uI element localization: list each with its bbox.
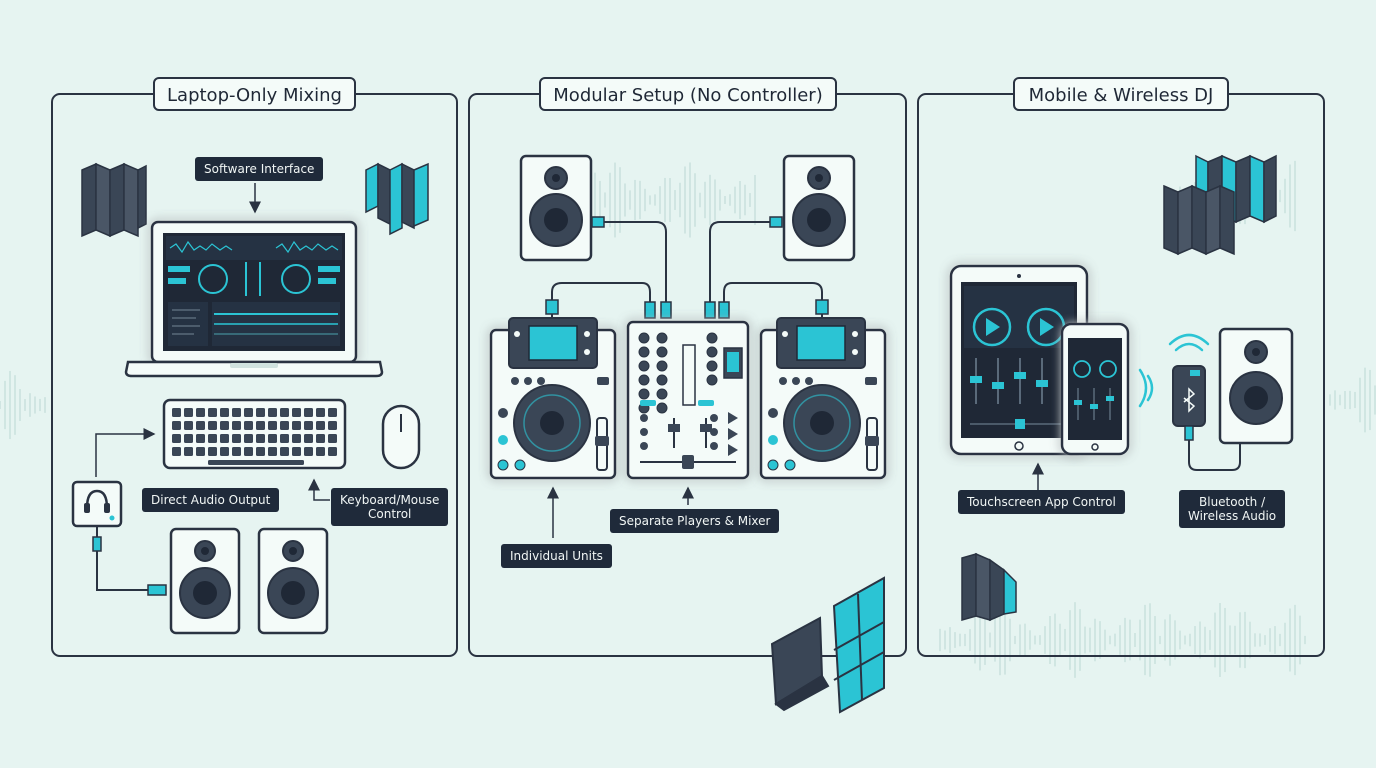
label-bluetooth-wireless-audio: Bluetooth / Wireless Audio	[1179, 490, 1286, 528]
panel-title-modular: Modular Setup (No Controller)	[539, 77, 837, 111]
smartphone-icon	[1060, 322, 1130, 456]
audio-cables	[551, 221, 823, 318]
bluetooth-receiver-icon	[1172, 365, 1241, 471]
media-player-left-icon	[489, 317, 617, 480]
speaker-icon	[1218, 327, 1294, 445]
label-keyboard-mouse-line2: Control	[368, 507, 412, 521]
label-bluetooth-line1: Bluetooth /	[1199, 495, 1266, 509]
laptop-icon	[124, 220, 384, 378]
label-keyboard-mouse-line1: Keyboard/Mouse	[340, 493, 440, 507]
label-software-interface: Software Interface	[195, 157, 324, 181]
speaker-icon	[519, 154, 593, 262]
panel-title-laptop: Laptop-Only Mixing	[153, 77, 356, 111]
label-individual-units: Individual Units	[501, 544, 612, 568]
headphone-output-icon	[71, 480, 123, 528]
label-bluetooth-line2: Wireless Audio	[1188, 509, 1277, 523]
label-keyboard-mouse-control: Keyboard/Mouse Control	[331, 488, 449, 526]
media-player-right-icon	[759, 317, 887, 480]
panel-title-mobile: Mobile & Wireless DJ	[1013, 77, 1229, 111]
wireless-signal-icon	[1138, 333, 1210, 408]
speaker-icon	[257, 527, 329, 635]
acoustic-panel-icon	[81, 162, 147, 238]
speaker-icon	[782, 154, 856, 262]
acoustic-panel-icon	[1163, 154, 1277, 256]
mixer-icon	[626, 320, 750, 480]
tablet-icon	[949, 264, 1089, 456]
label-touchscreen-app-control: Touchscreen App Control	[958, 490, 1125, 514]
speaker-icon	[169, 527, 241, 635]
acoustic-panel-icon	[961, 552, 1017, 622]
label-separate-players-mixer: Separate Players & Mixer	[610, 509, 780, 533]
label-direct-audio-output: Direct Audio Output	[142, 488, 280, 512]
keyboard-icon	[162, 398, 347, 470]
mouse-icon	[381, 404, 421, 470]
acoustic-panel-icon	[365, 162, 429, 236]
acoustic-diffuser-icon	[770, 576, 885, 714]
